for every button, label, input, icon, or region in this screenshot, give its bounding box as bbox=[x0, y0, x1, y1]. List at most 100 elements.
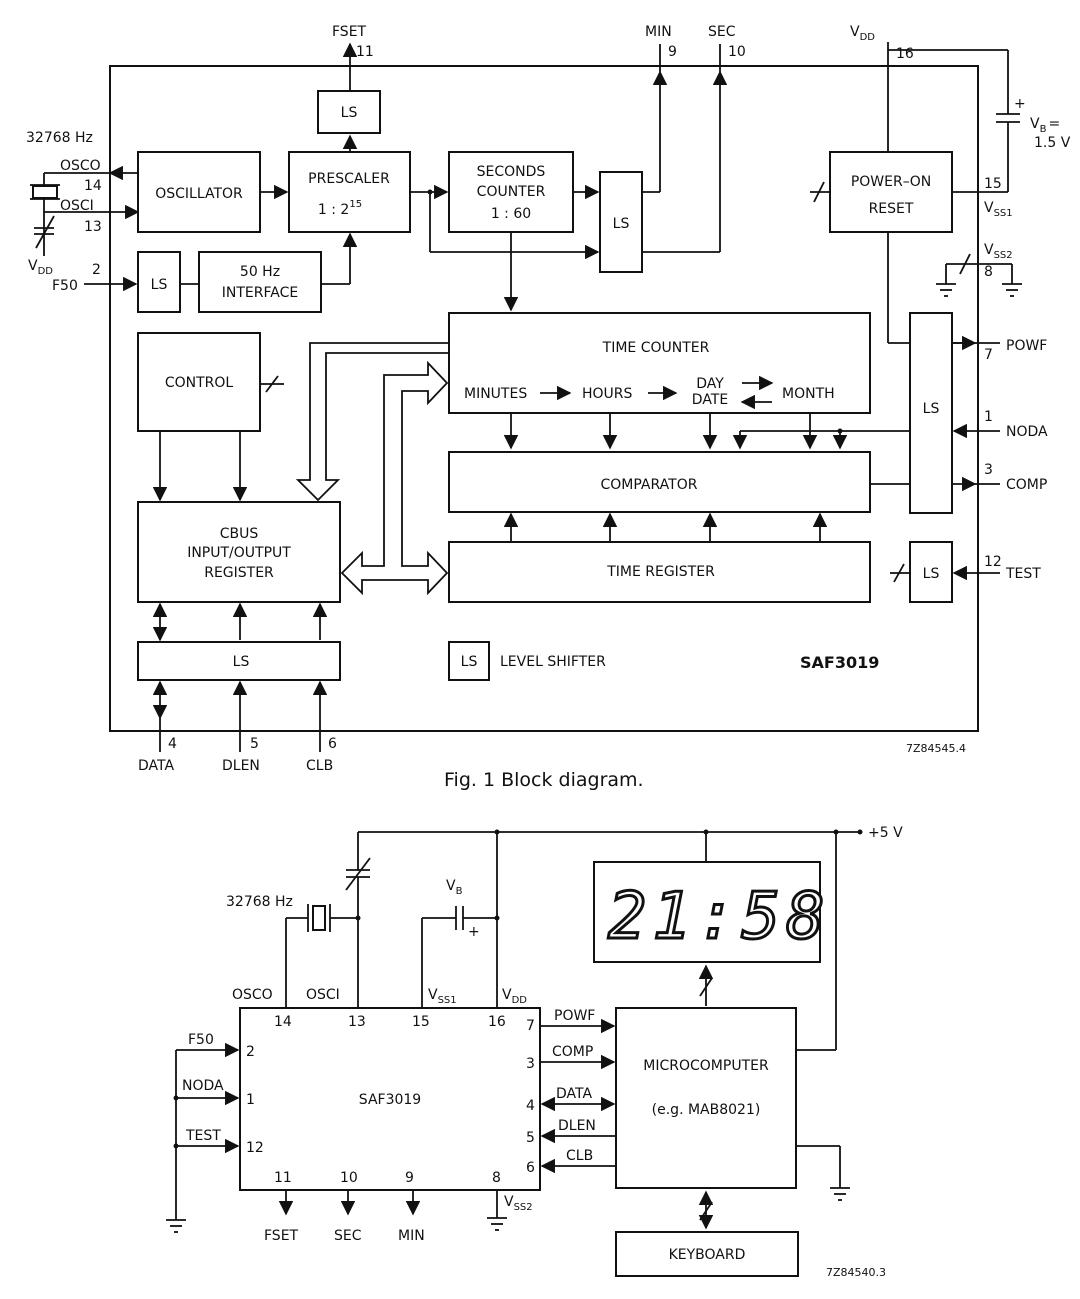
svg-text:DATA: DATA bbox=[556, 1086, 592, 1102]
svg-text:F50: F50 bbox=[188, 1032, 214, 1048]
svg-text:SECONDS: SECONDS bbox=[477, 164, 546, 180]
pin-vdd-label: VDD bbox=[850, 24, 875, 43]
svg-text:COMP: COMP bbox=[552, 1044, 593, 1060]
svg-text:HOURS: HOURS bbox=[582, 386, 633, 402]
svg-text:LS: LS bbox=[341, 105, 358, 121]
svg-text:CONTROL: CONTROL bbox=[165, 375, 234, 391]
svg-text:F50: F50 bbox=[52, 278, 78, 294]
oscillator-block bbox=[137, 151, 261, 233]
pin-min-label: MIN bbox=[645, 24, 672, 40]
svg-text:TEST: TEST bbox=[185, 1128, 221, 1144]
fig1-block-diagram: FSET 11 LS MIN 9 SEC 10 VDD 16 + VB= 1.5… bbox=[26, 24, 1071, 791]
clock-display bbox=[593, 861, 821, 963]
svg-text:VSS1: VSS1 bbox=[984, 200, 1013, 219]
drawing-code-fig2: 7Z84540.3 bbox=[826, 1266, 886, 1279]
svg-text:14: 14 bbox=[274, 1014, 292, 1030]
svg-text:MINUTES: MINUTES bbox=[464, 386, 527, 402]
svg-text:LS: LS bbox=[613, 216, 630, 232]
svg-text:LS: LS bbox=[233, 654, 250, 670]
svg-text:OSCO: OSCO bbox=[232, 987, 273, 1003]
svg-text:3: 3 bbox=[984, 462, 993, 478]
svg-text:11: 11 bbox=[274, 1170, 292, 1186]
svg-text:KEYBOARD: KEYBOARD bbox=[669, 1247, 746, 1263]
svg-text:VSS2: VSS2 bbox=[504, 1194, 533, 1213]
control-block bbox=[137, 332, 261, 432]
svg-text:1 : 60: 1 : 60 bbox=[491, 206, 531, 222]
svg-text:16: 16 bbox=[488, 1014, 506, 1030]
svg-text:(e.g. MAB8021): (e.g. MAB8021) bbox=[652, 1102, 761, 1118]
svg-text:DLEN: DLEN bbox=[222, 758, 260, 774]
svg-text:LS: LS bbox=[923, 401, 940, 417]
bus-arrow-cbus-time-register bbox=[340, 360, 449, 596]
keyboard-block bbox=[615, 1231, 799, 1277]
svg-text:MIN: MIN bbox=[398, 1228, 425, 1244]
svg-text:1 : 215: 1 : 215 bbox=[318, 199, 362, 218]
svg-text:MONTH: MONTH bbox=[782, 386, 835, 402]
svg-text:VSS2: VSS2 bbox=[984, 242, 1013, 261]
ls-test-block bbox=[909, 541, 953, 603]
power-on-reset-block bbox=[829, 151, 953, 233]
pin-min-number: 9 bbox=[668, 44, 677, 60]
svg-text:RESET: RESET bbox=[869, 201, 914, 217]
svg-text:POWF: POWF bbox=[1006, 338, 1047, 354]
comparator-block bbox=[448, 451, 871, 513]
interface-50hz-block bbox=[198, 251, 322, 313]
chip-name-fig2: SAF3019 bbox=[359, 1092, 421, 1108]
svg-text:5: 5 bbox=[526, 1130, 535, 1146]
svg-text:4: 4 bbox=[526, 1098, 535, 1114]
crystal-fig1 bbox=[32, 185, 58, 199]
pin-sec-number: 10 bbox=[728, 44, 746, 60]
chip-name-fig1: SAF3019 bbox=[800, 653, 879, 672]
pin-vdd-number: 16 bbox=[896, 46, 914, 62]
supply-label: +5 V bbox=[868, 825, 903, 841]
ls-right-block bbox=[909, 312, 953, 514]
microcomputer-block bbox=[615, 1007, 797, 1189]
svg-text:INPUT/OUTPUT: INPUT/OUTPUT bbox=[187, 545, 291, 561]
saf3019-chip bbox=[239, 1007, 541, 1191]
ls-f50-block bbox=[137, 251, 181, 313]
svg-text:50 Hz: 50 Hz bbox=[240, 264, 280, 280]
prescaler-block bbox=[288, 151, 411, 233]
svg-text:4: 4 bbox=[168, 736, 177, 752]
svg-text:8: 8 bbox=[492, 1170, 501, 1186]
svg-text:8: 8 bbox=[984, 264, 993, 280]
svg-text:VB: VB bbox=[446, 878, 463, 897]
display-digits: 21:58 bbox=[608, 880, 831, 954]
svg-text:+: + bbox=[1014, 96, 1026, 112]
svg-text:VSS1: VSS1 bbox=[428, 987, 457, 1006]
svg-text:MICROCOMPUTER: MICROCOMPUTER bbox=[643, 1058, 769, 1074]
svg-text:COMP: COMP bbox=[1006, 477, 1047, 493]
ls-fset-block bbox=[317, 90, 381, 134]
drawing-code-fig1: 7Z84545.4 bbox=[906, 742, 966, 755]
svg-text:OSCO: OSCO bbox=[60, 158, 101, 174]
svg-text:6: 6 bbox=[328, 736, 337, 752]
svg-text:12: 12 bbox=[984, 554, 1002, 570]
svg-text:CBUS: CBUS bbox=[220, 526, 259, 542]
svg-text:INTERFACE: INTERFACE bbox=[222, 285, 298, 301]
svg-text:DAY: DAY bbox=[696, 376, 724, 392]
ls-bottom-block bbox=[137, 641, 341, 681]
svg-text:TIME REGISTER: TIME REGISTER bbox=[606, 564, 715, 580]
svg-text:13: 13 bbox=[84, 219, 102, 235]
svg-text:6: 6 bbox=[526, 1160, 535, 1176]
svg-text:LS: LS bbox=[151, 277, 168, 293]
svg-text:CLB: CLB bbox=[306, 758, 333, 774]
svg-text:LS: LS bbox=[461, 654, 478, 670]
svg-text:2: 2 bbox=[92, 262, 101, 278]
svg-text:SEC: SEC bbox=[334, 1228, 362, 1244]
svg-text:LS: LS bbox=[923, 566, 940, 582]
svg-text:OSCILLATOR: OSCILLATOR bbox=[155, 186, 243, 202]
svg-text:9: 9 bbox=[405, 1170, 414, 1186]
svg-text:CLB: CLB bbox=[566, 1148, 593, 1164]
pin-fset-label: FSET bbox=[332, 24, 367, 40]
pin-sec-label: SEC bbox=[708, 24, 736, 40]
svg-text:PRESCALER: PRESCALER bbox=[308, 171, 390, 187]
time-register-block bbox=[448, 541, 871, 603]
legend-ls-box bbox=[448, 641, 490, 681]
svg-text:OSCI: OSCI bbox=[306, 987, 340, 1003]
svg-text:15: 15 bbox=[984, 176, 1002, 192]
svg-text:VDD: VDD bbox=[502, 987, 527, 1006]
pin-fset-number: 11 bbox=[356, 44, 374, 60]
svg-text:TIME COUNTER: TIME COUNTER bbox=[602, 340, 710, 356]
